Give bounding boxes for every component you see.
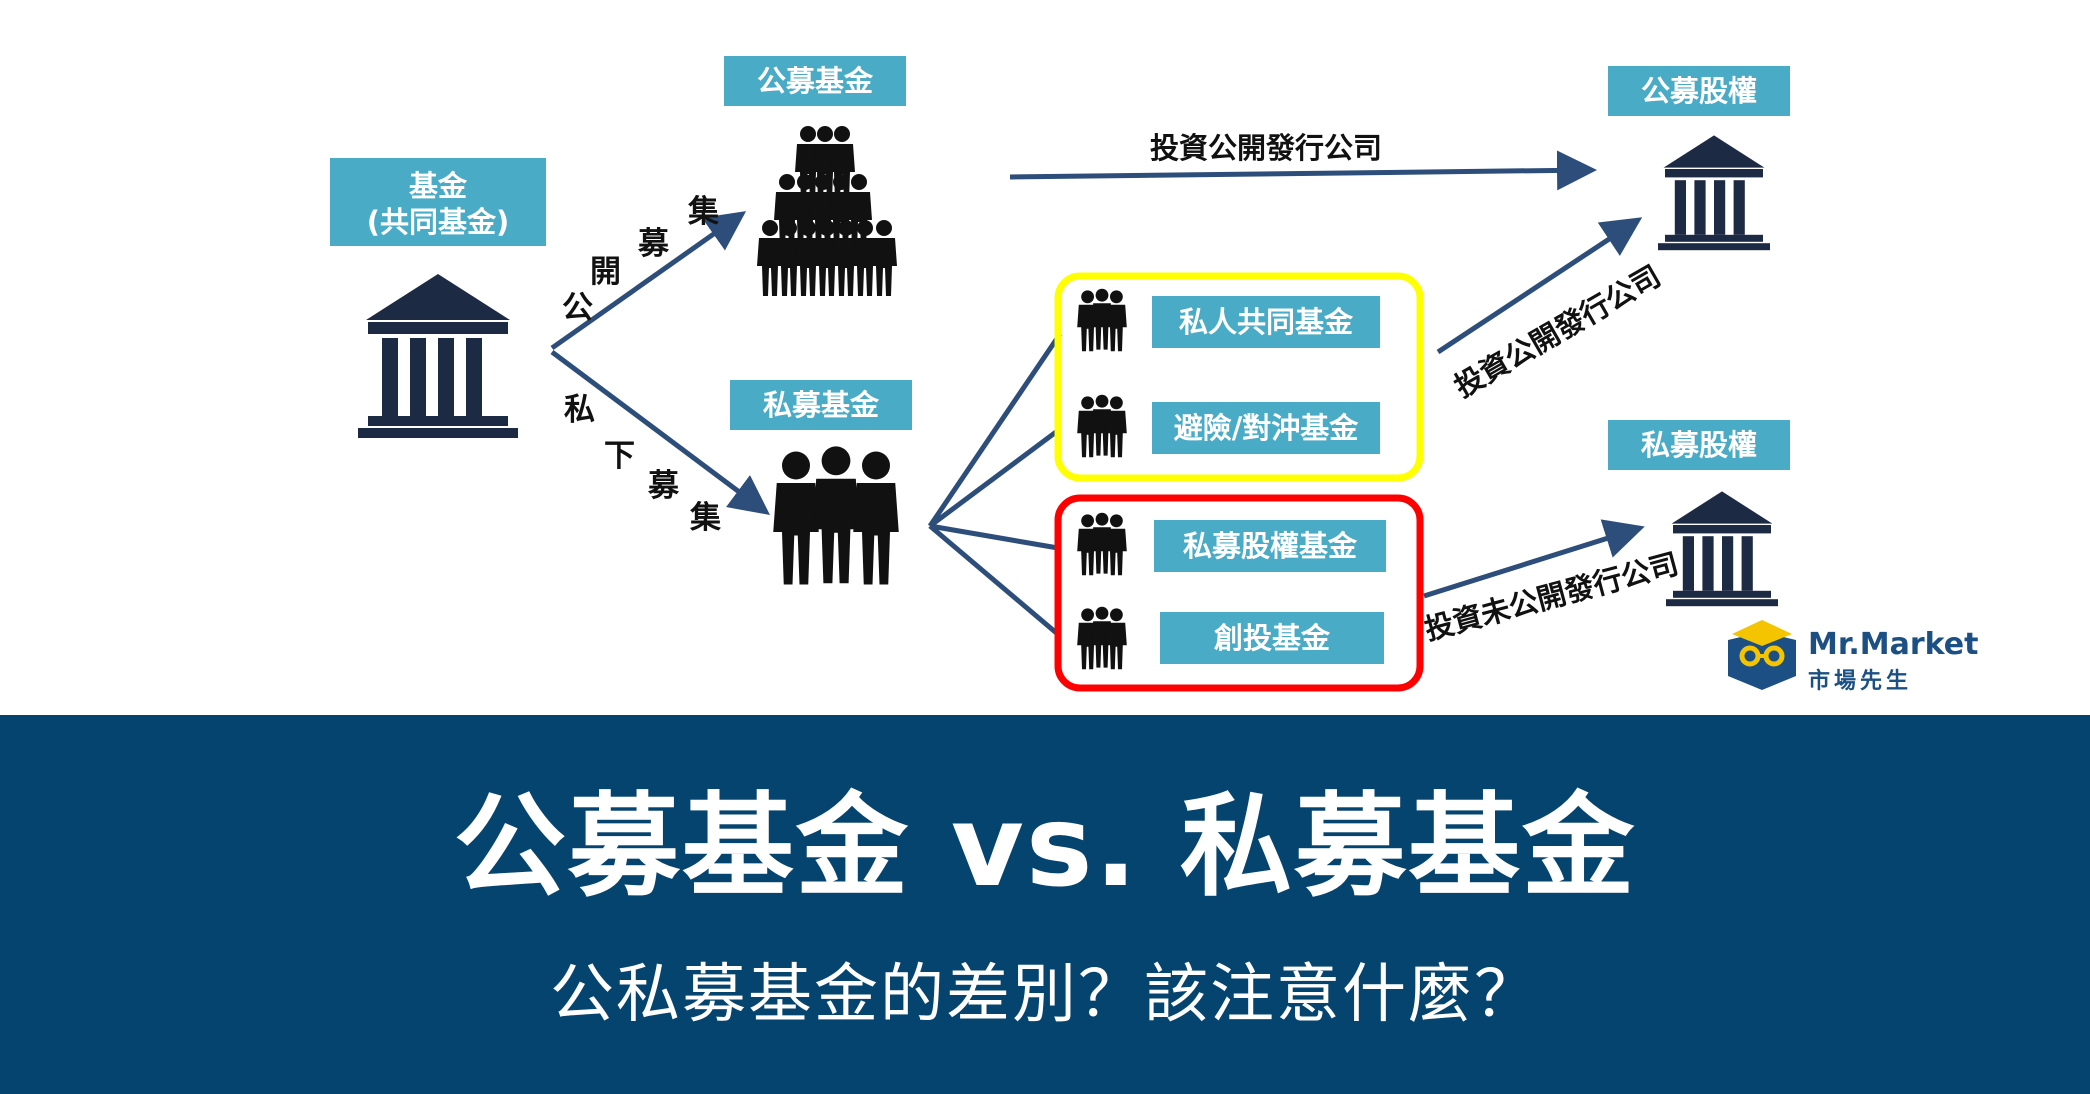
public-equity-label: 公募股權 [1608,66,1790,116]
branch-line-private-mutual [927,332,1063,528]
private-equity-label-text: 私募股權 [1641,428,1757,462]
private-equity-fund-label: 私募股權基金 [1183,529,1358,563]
public-raise-char: 公 [562,290,593,326]
private-fund-label-text: 私募基金 [763,388,880,422]
hedge-fund-label: 避險/對沖基金 [1174,411,1360,445]
venture-fund-label: 創投基金 [1214,621,1331,655]
private-raise-char: 下 [604,438,635,474]
brand-name: Mr.Market [1808,627,1979,662]
people-icon [1077,395,1127,457]
private-group-icon [773,446,899,585]
private-raise-label: 私 下 募 集 [564,392,721,536]
crowd-icon [757,126,897,296]
branch-line-hedge [928,429,1058,529]
private-fund-label: 私募基金 [730,380,912,430]
people-icon [1077,513,1127,575]
title-banner: 公募基金 vs. 私募基金 公私募基金的差別？該注意什麼？ [0,715,2090,1094]
invest-public-diag-arrow [1436,217,1643,355]
page-title: 公募基金 vs. 私募基金 [453,782,1637,912]
public-raise-char: 募 [637,226,670,262]
private-mutual-fund-label: 私人共同基金 [1179,305,1354,339]
private-raise-char: 募 [647,468,680,504]
invest-public-label: 投資公開發行公司 [1150,131,1382,165]
brand-name-zh: 市場先生 [1808,668,1912,694]
fund-diagram: 基金 (共同基金) 公募基金 私募基金 公 [330,56,1979,694]
public-raise-char: 開 [590,254,621,290]
private-equity-bank-icon [1666,491,1778,607]
brand-logo: Mr.Market 市場先生 [1728,620,1979,694]
private-raise-arrow [550,349,771,515]
public-fund-label: 公募基金 [724,56,906,106]
public-fund-label-text: 公募基金 [757,64,874,98]
private-equity-label: 私募股權 [1608,420,1790,470]
public-raise-char: 集 [687,194,719,230]
public-equity-label-text: 公募股權 [1641,74,1757,108]
public-raise-label: 公 開 募 集 [562,194,719,326]
private-raise-char: 私 [564,392,595,428]
fund-label: 基金 (共同基金) [330,158,546,246]
red-group: 私募股權基金 創投基金 [1054,494,1424,692]
public-equity-bank-icon [1658,135,1770,251]
fund-bank-icon [358,274,518,438]
public-raise-arrow [550,211,747,351]
people-icon [1077,607,1127,669]
branch-line-venture [928,524,1062,638]
fund-label-line1: 基金 [409,169,468,203]
people-icon [1077,289,1127,351]
invest-public-diag-label: 投資公開發行公司 [1449,259,1667,404]
yellow-group: 私人共同基金 避險/對沖基金 [1054,272,1424,482]
page-subtitle: 公私募基金的差別？該注意什麼？ [550,958,1540,1032]
fund-label-line2: (共同基金) [367,205,510,239]
private-raise-char: 集 [689,500,721,536]
invest-public-arrow [1009,150,1597,191]
invest-unlisted-arrow [1423,519,1645,599]
invest-unlisted-label: 投資未公開發行公司 [1421,546,1682,646]
glasses-mascot-icon [1728,620,1796,690]
branch-line-private-equity [929,523,1059,551]
